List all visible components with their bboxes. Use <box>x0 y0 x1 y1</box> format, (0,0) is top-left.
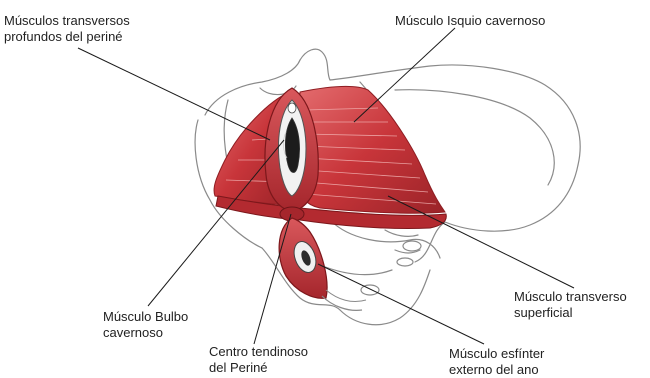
label-transverso-superficial: Músculo transverso superficial <box>514 289 627 321</box>
label-line: Músculo esfínter <box>449 346 544 362</box>
label-line: superficial <box>514 305 627 321</box>
label-bulbo-cavernoso: Músculo Bulbo cavernoso <box>103 309 188 341</box>
label-line: profundos del periné <box>4 29 130 45</box>
leader-line-transversos <box>78 48 270 140</box>
urethral-meatus <box>288 103 296 113</box>
label-line: Músculo transverso <box>514 289 627 305</box>
leader-line-centro <box>254 214 291 344</box>
label-line: externo del ano <box>449 362 544 378</box>
label-centro-tendinoso: Centro tendinoso del Periné <box>209 344 308 376</box>
label-isquio-cavernoso: Músculo Isquio cavernoso <box>395 13 545 29</box>
label-line: Centro tendinoso <box>209 344 308 360</box>
label-line: cavernoso <box>103 325 188 341</box>
leader-line-esfinter <box>318 264 484 344</box>
label-transversos-profundos: Músculos transversos profundos del perin… <box>4 13 130 45</box>
label-line: del Periné <box>209 360 308 376</box>
label-esfinter-externo: Músculo esfínter externo del ano <box>449 346 544 378</box>
leader-line-bulbo <box>148 140 284 306</box>
label-line: Músculos transversos <box>4 13 130 29</box>
label-line: Músculo Bulbo <box>103 309 188 325</box>
coccyx <box>322 296 362 310</box>
label-line: Músculo Isquio cavernoso <box>395 13 545 29</box>
